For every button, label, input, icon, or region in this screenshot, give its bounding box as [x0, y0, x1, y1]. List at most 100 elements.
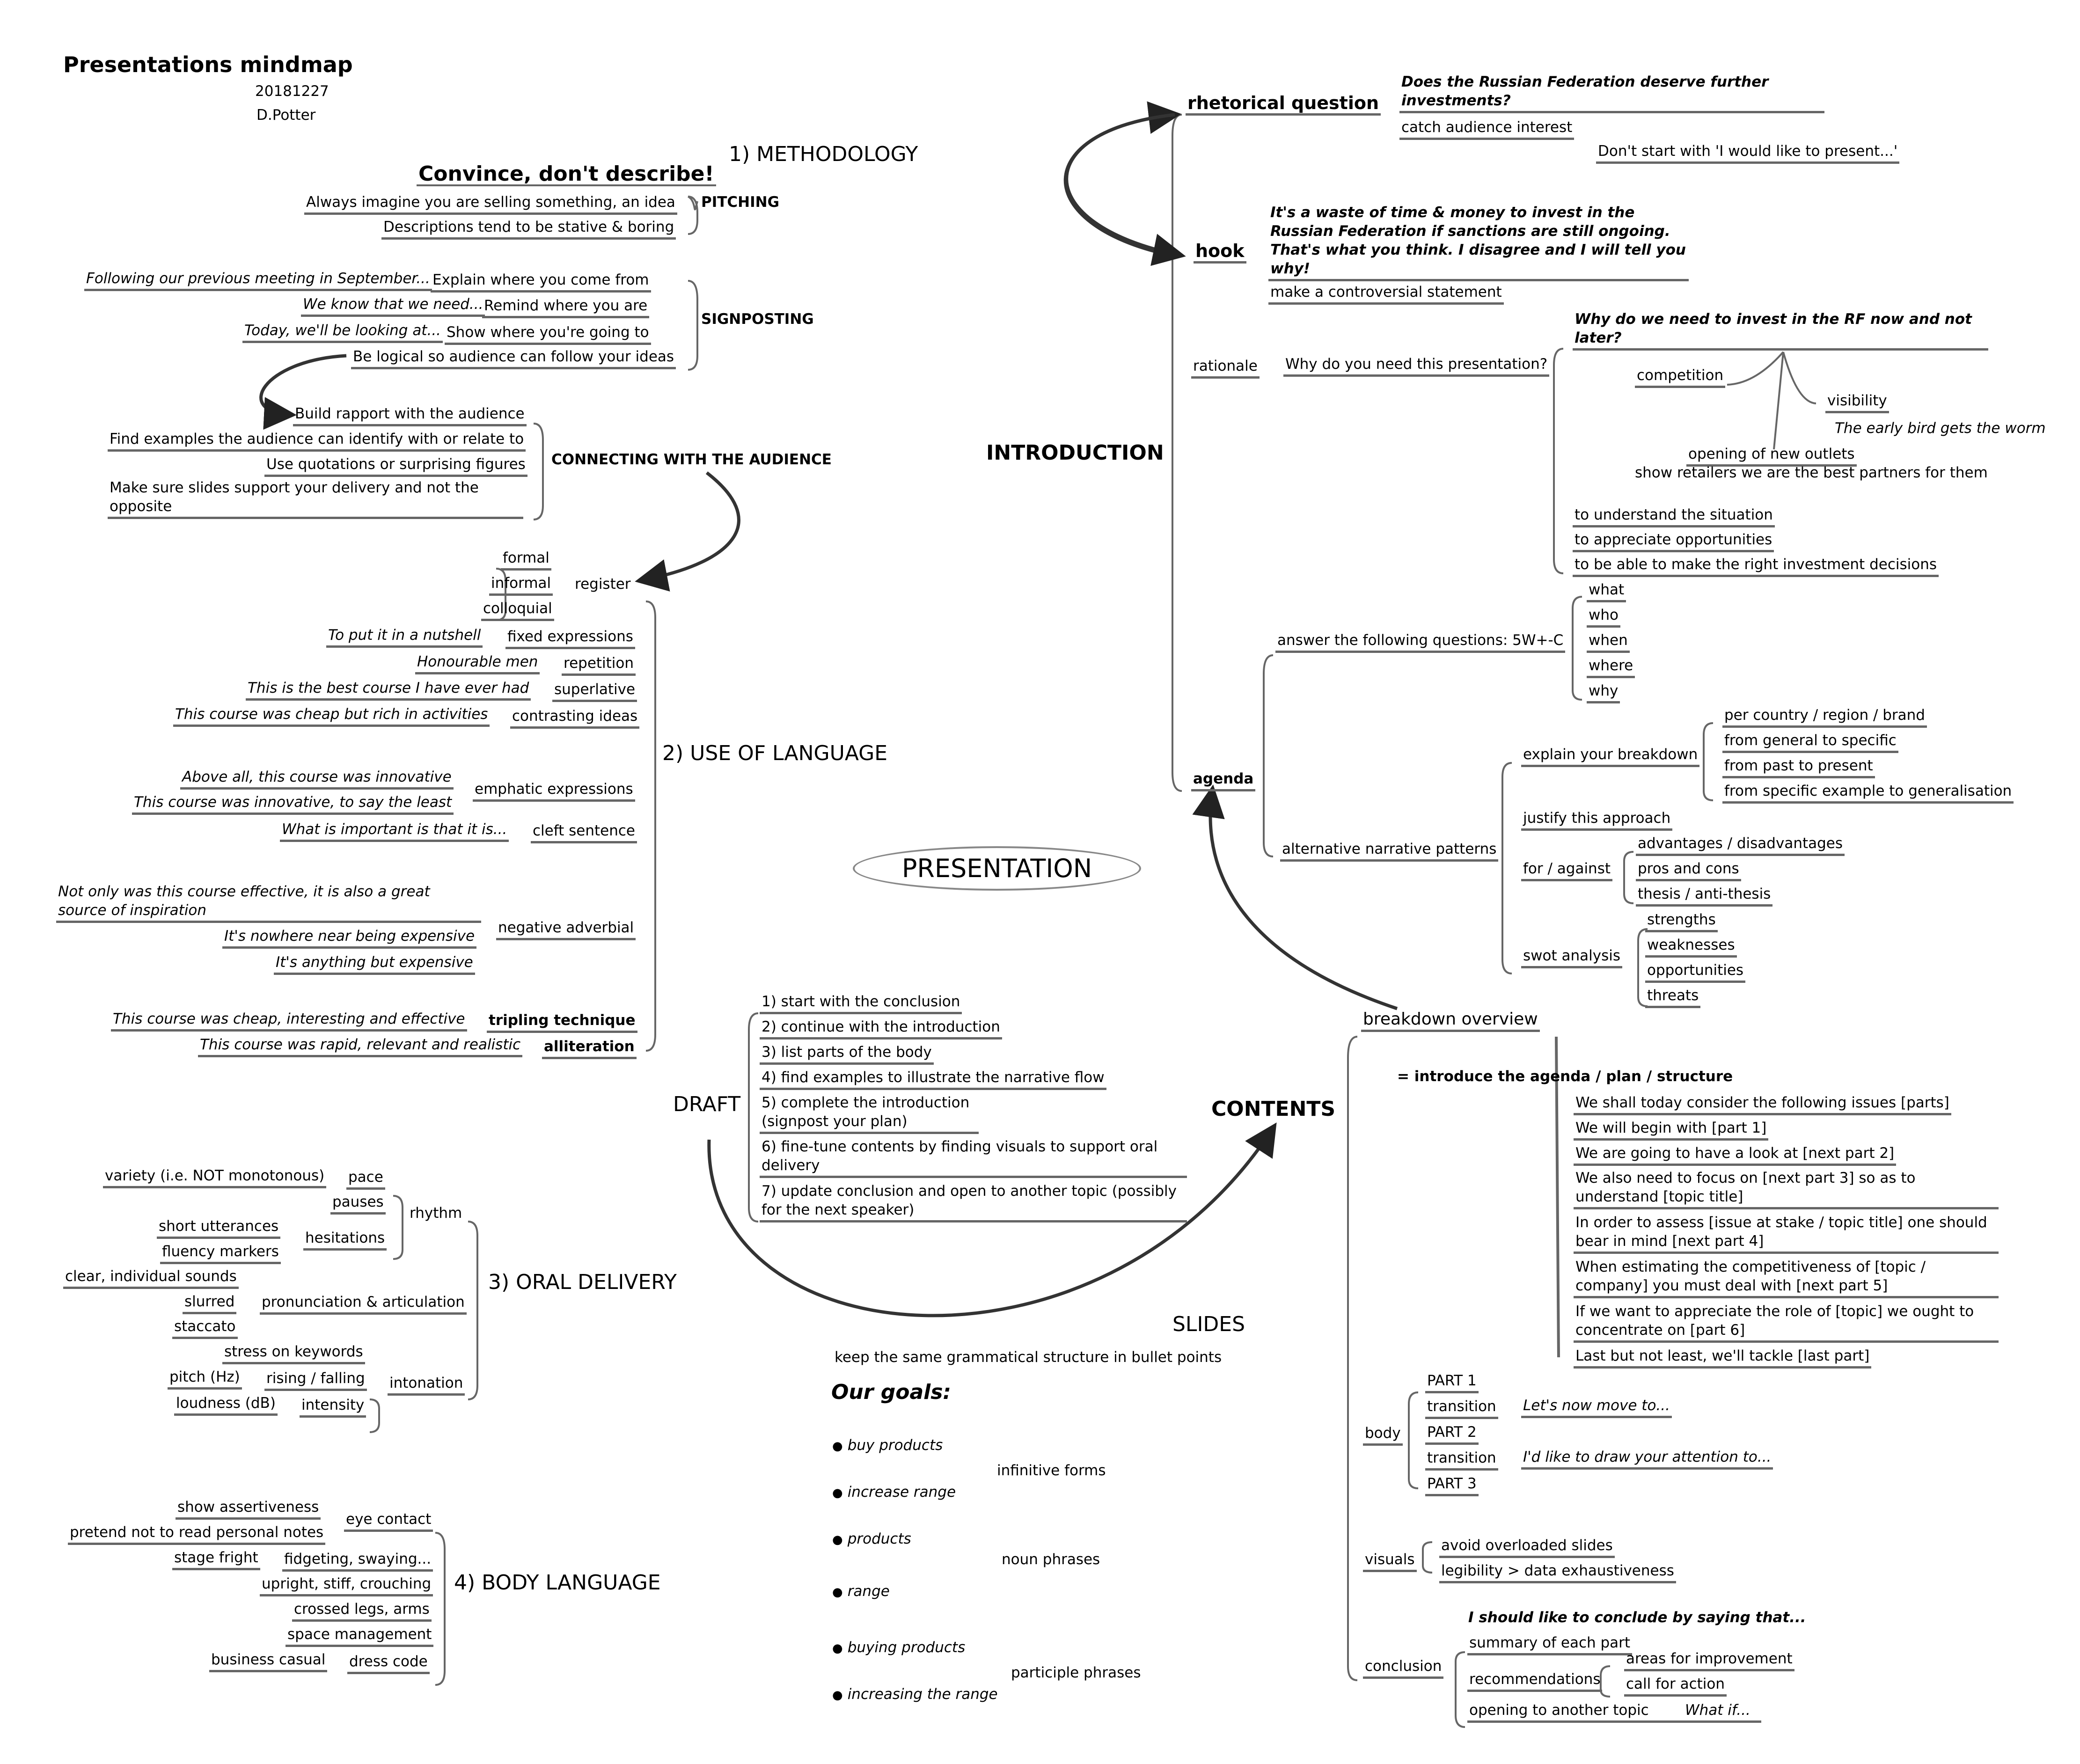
register-item[interactable]: informal [489, 574, 553, 596]
fidgeting-node[interactable]: fidgeting, swaying... [282, 1550, 433, 1572]
rationale-example[interactable]: Why do we need to invest in the RF now a… [1573, 310, 1988, 351]
justify-node[interactable]: justify this approach [1521, 809, 1673, 831]
pron-item[interactable]: clear, individual sounds [63, 1267, 239, 1289]
pron-item[interactable]: staccato [172, 1317, 238, 1339]
recommendations-node[interactable]: recommendations [1467, 1670, 1603, 1692]
signposting-item[interactable]: Remind where you are [482, 296, 650, 318]
intonation-node[interactable]: intonation [388, 1374, 465, 1396]
foragainst-item[interactable]: pros and cons [1636, 859, 1741, 881]
draft-step[interactable]: 1) start with the conclusion [760, 992, 962, 1014]
eye-item[interactable]: show assertiveness [176, 1498, 321, 1520]
connecting-item[interactable]: Make sure slides support your delivery a… [108, 478, 523, 519]
breakdown-item[interactable]: from general to specific [1722, 731, 1898, 753]
hesitation-item[interactable]: short utterances [157, 1217, 281, 1239]
rhetorical-example[interactable]: Does the Russian Federation deserve furt… [1399, 73, 1824, 113]
recommendation-item[interactable]: areas for improvement [1624, 1649, 1794, 1671]
language-example[interactable]: It's anything but expensive [274, 953, 475, 975]
draft-step[interactable]: 2) continue with the introduction [760, 1017, 1002, 1039]
rationale-goal[interactable]: to appreciate opportunities [1573, 530, 1774, 552]
agenda-node[interactable]: agenda [1191, 769, 1256, 791]
rationale-reason[interactable]: competition [1635, 366, 1726, 388]
pace-node[interactable]: pace [346, 1168, 385, 1190]
body-item[interactable]: upright, stiff, crouching [260, 1574, 433, 1596]
recommendation-item[interactable]: call for action [1624, 1675, 1727, 1697]
pitching-node[interactable]: PITCHING [701, 194, 780, 211]
draft-step[interactable]: 7) update conclusion and open to another… [760, 1182, 1187, 1222]
signposting-item[interactable]: Be logical so audience can follow your i… [351, 347, 676, 369]
signposting-example[interactable]: Following our previous meeting in Septem… [84, 269, 432, 291]
swot-item[interactable]: strengths [1645, 910, 1718, 932]
rising-node[interactable]: rising / falling [264, 1369, 367, 1391]
language-example[interactable]: This course was cheap, interesting and e… [111, 1010, 467, 1032]
body-part[interactable]: transition [1425, 1397, 1498, 1419]
contents-body-node[interactable]: body [1363, 1424, 1403, 1446]
register-node[interactable]: register [575, 576, 631, 593]
rhetorical-tip[interactable]: Don't start with 'I would like to presen… [1596, 142, 1900, 164]
signposting-item[interactable]: Show where you're going to [445, 323, 651, 345]
pauses-node[interactable]: pauses [330, 1193, 386, 1215]
slides-title[interactable]: SLIDES [1172, 1312, 1245, 1336]
language-example[interactable]: To put it in a nutshell [326, 626, 483, 648]
fivew-item[interactable]: why [1587, 681, 1620, 703]
swot-node[interactable]: swot analysis [1521, 946, 1622, 968]
slides-rule[interactable]: keep the same grammatical structure in b… [835, 1349, 1222, 1366]
rationale-reason[interactable]: opening of new outlets [1686, 445, 1857, 467]
language-example[interactable]: What is important is that it is... [280, 820, 509, 842]
language-device[interactable]: repetition [562, 654, 636, 676]
rationale-reason[interactable]: visibility [1825, 391, 1889, 413]
body-part[interactable]: PART 2 [1425, 1423, 1479, 1445]
foragainst-node[interactable]: for / against [1521, 859, 1613, 881]
language-device[interactable]: tripling technique [487, 1011, 637, 1033]
language-device[interactable]: cleft sentence [531, 821, 637, 843]
overview-phrase[interactable]: If we want to appreciate the role of [to… [1574, 1302, 1999, 1343]
foragainst-item[interactable]: thesis / anti-thesis [1636, 885, 1773, 907]
loudness-note[interactable]: loudness (dB) [174, 1394, 278, 1416]
body-part[interactable]: PART 3 [1425, 1474, 1479, 1496]
stress-node[interactable]: stress on keywords [222, 1342, 365, 1364]
body-item[interactable]: space management [286, 1625, 434, 1647]
oral-title[interactable]: 3) ORAL DELIVERY [488, 1270, 677, 1294]
overview-phrase[interactable]: When estimating the competitiveness of [… [1574, 1258, 1999, 1298]
register-item[interactable]: colloquial [481, 599, 554, 621]
business-casual-note[interactable]: business casual [209, 1650, 328, 1672]
eye-contact-node[interactable]: eye contact [344, 1510, 433, 1532]
intensity-node[interactable]: intensity [300, 1396, 366, 1418]
patterns-node[interactable]: alternative narrative patterns [1280, 840, 1499, 862]
transition-example[interactable]: Let's now move to... [1521, 1396, 1672, 1418]
draft-title[interactable]: DRAFT [673, 1092, 741, 1116]
body-title[interactable]: 4) BODY LANGUAGE [454, 1571, 661, 1595]
language-device[interactable]: alliteration [542, 1037, 637, 1059]
conclusion-node[interactable]: conclusion [1363, 1657, 1444, 1679]
hook-purpose[interactable]: make a controversial statement [1268, 283, 1504, 305]
signposting-item[interactable]: Explain where you come from [431, 271, 651, 293]
fivew-item[interactable]: when [1587, 631, 1630, 653]
language-example[interactable]: Above all, this course was innovative [180, 768, 454, 790]
summary-node[interactable]: summary of each part [1467, 1633, 1633, 1655]
methodology-motto[interactable]: Convince, don't describe! [417, 164, 716, 186]
overview-phrase[interactable]: We shall today consider the following is… [1574, 1093, 1951, 1115]
overview-phrase[interactable]: We are going to have a look at [next par… [1574, 1144, 1897, 1166]
fivew-item[interactable]: where [1587, 656, 1635, 678]
language-example[interactable]: This course was cheap but rich in activi… [173, 705, 490, 727]
pitching-item[interactable]: Always imagine you are selling something… [304, 193, 677, 215]
visuals-item[interactable]: avoid overloaded slides [1439, 1536, 1615, 1558]
overview-phrase[interactable]: We also need to focus on [next part 3] s… [1574, 1169, 1999, 1209]
overview-phrase[interactable]: Last but not least, we'll tackle [last p… [1574, 1347, 1872, 1369]
language-example[interactable]: This is the best course I have ever had [246, 679, 531, 701]
fivew-node[interactable]: answer the following questions: 5W+-C [1275, 631, 1566, 653]
signposting-node[interactable]: SIGNPOSTING [701, 311, 814, 328]
swot-item[interactable]: weaknesses [1645, 936, 1737, 958]
language-device[interactable]: contrasting ideas [510, 707, 640, 729]
visuals-item[interactable]: legibility > data exhaustiveness [1439, 1561, 1676, 1583]
eye-item[interactable]: pretend not to read personal notes [68, 1523, 326, 1545]
connecting-item[interactable]: Find examples the audience can identify … [108, 430, 526, 452]
central-node[interactable]: PRESENTATION [853, 846, 1141, 891]
draft-step[interactable]: 5) complete the introduction (signpost y… [760, 1093, 979, 1134]
methodology-title[interactable]: 1) METHODOLOGY [729, 142, 918, 166]
overview-node[interactable]: breakdown overview [1361, 1010, 1540, 1032]
language-example[interactable]: This course was rapid, relevant and real… [198, 1035, 523, 1057]
connecting-node[interactable]: CONNECTING WITH THE AUDIENCE [551, 451, 832, 468]
pron-item[interactable]: slurred [183, 1292, 237, 1314]
breakdown-item[interactable]: from past to present [1722, 756, 1875, 778]
language-title[interactable]: 2) USE OF LANGUAGE [662, 741, 888, 765]
